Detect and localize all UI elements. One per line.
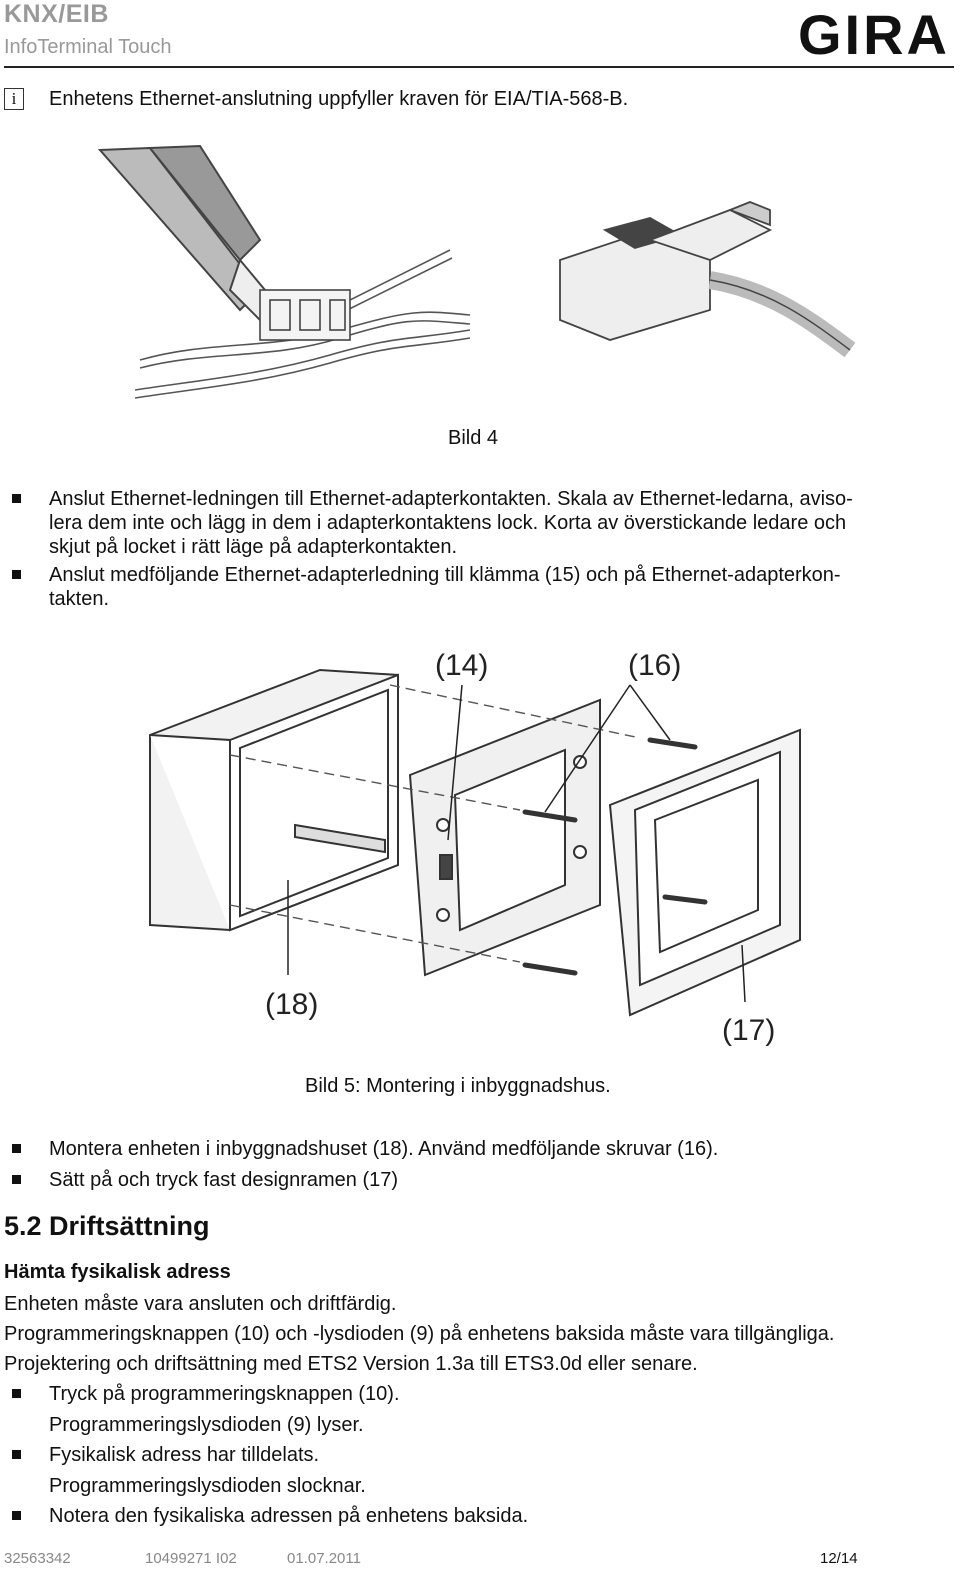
- bullet-marker: [12, 1144, 21, 1153]
- step-2-text: Fysikalisk adress har tilldelats.: [49, 1444, 320, 1466]
- section-subheading: Hämta fysikalisk adress: [4, 1261, 231, 1283]
- figure5-caption: Bild 5: Montering i inbyggnadshus.: [305, 1075, 611, 1097]
- bullet-b1-text: Montera enheten i inbyggnadshuset (18). …: [49, 1138, 719, 1160]
- figure5-illustration: (14) (16) (18) (17): [149, 649, 801, 1047]
- step-2-result: Programmeringslysdioden slocknar.: [49, 1475, 366, 1497]
- section-paragraph: Projektering och driftsättning med ETS2 …: [4, 1353, 698, 1375]
- adapter-lid: [259, 289, 351, 341]
- footer-date: 01.07.2011: [287, 1550, 361, 1567]
- footer-reference: 10499271 I02: [145, 1550, 237, 1567]
- header-title: KNX/EIB: [4, 0, 109, 28]
- fig5-label-17: (17): [722, 1014, 775, 1047]
- bullet-marker: [12, 494, 21, 503]
- info-note-text: Enhetens Ethernet-anslutning uppfyller k…: [49, 88, 629, 110]
- bullet-marker: [12, 1389, 21, 1398]
- bullet-marker: [12, 570, 21, 579]
- header-divider: [4, 66, 954, 68]
- section-paragraph: Programmeringsknappen (10) och -lysdiode…: [4, 1323, 835, 1345]
- gira-logo: GIRA: [798, 3, 950, 66]
- step-1-result: Programmeringslysdioden (9) lyser.: [49, 1414, 364, 1436]
- bullet-marker: [12, 1450, 21, 1459]
- bullet-b2-text: Sätt på och tryck fast designramen (17): [49, 1169, 399, 1191]
- bullet-marker: [12, 1511, 21, 1520]
- header-subtitle: InfoTerminal Touch: [4, 36, 172, 58]
- screw-icon: [522, 737, 708, 976]
- adapter-connector: [559, 201, 856, 358]
- bullet-a1-text: Anslut Ethernet-ledningen till Ethernet-…: [49, 488, 853, 558]
- footer-page-number: 12/14: [820, 1550, 858, 1567]
- step-1-text: Tryck på programmeringsknappen (10).: [49, 1383, 400, 1405]
- fig5-label-18: (18): [265, 988, 318, 1021]
- figure4-illustration: [97, 144, 856, 399]
- section-heading: 5.2 Driftsättning: [4, 1211, 210, 1241]
- fig5-label-14: (14): [435, 649, 488, 682]
- footer-doc-number: 32563342: [4, 1550, 71, 1567]
- bullet-a2-text: Anslut medföljande Ethernet-adapterledni…: [49, 564, 841, 610]
- figure4-caption: Bild 4: [448, 427, 499, 449]
- section-paragraph: Enheten måste vara ansluten och driftfär…: [4, 1293, 397, 1315]
- fig5-label-16: (16): [628, 649, 681, 682]
- step-3-text: Notera den fysikaliska adressen på enhet…: [49, 1505, 529, 1527]
- info-icon: i: [4, 88, 24, 110]
- bullet-marker: [12, 1175, 21, 1184]
